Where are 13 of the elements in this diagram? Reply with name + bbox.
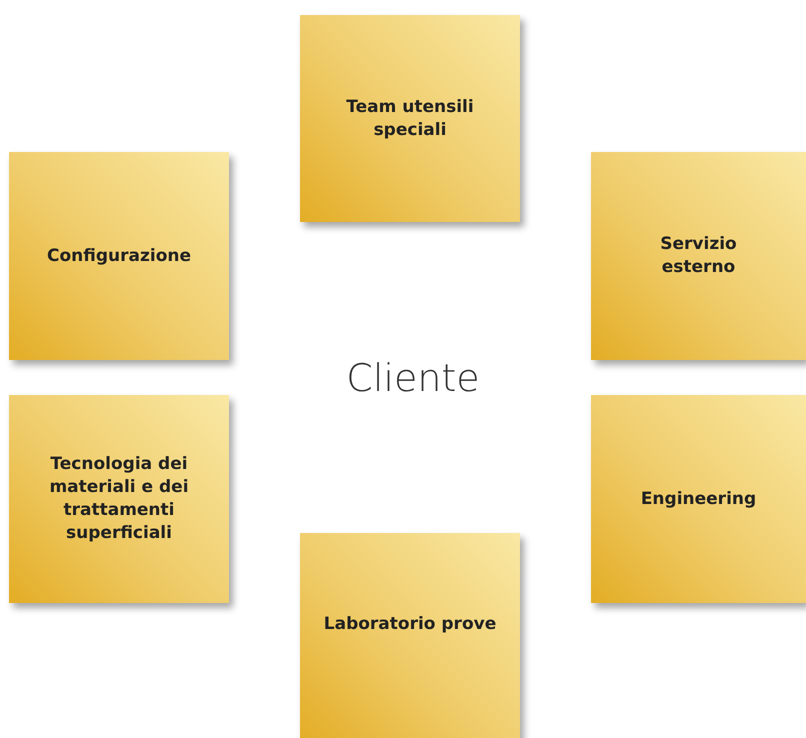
box-label: Team utensili speciali bbox=[345, 96, 475, 142]
process-box bbox=[300, 533, 520, 738]
process-box bbox=[9, 395, 229, 603]
box-label: Tecnologia dei materiali e dei trattamenti superficiali bbox=[48, 453, 190, 545]
process-box bbox=[300, 15, 520, 222]
process-box bbox=[9, 152, 229, 360]
box-label: Configurazione bbox=[46, 244, 192, 268]
center-label: Cliente bbox=[346, 356, 480, 400]
box-label: Engineering bbox=[640, 488, 756, 510]
box-label: Laboratorio prove bbox=[324, 612, 496, 636]
box-label: Servizio esterno bbox=[659, 233, 738, 279]
process-box bbox=[591, 395, 806, 603]
process-box bbox=[591, 152, 806, 360]
